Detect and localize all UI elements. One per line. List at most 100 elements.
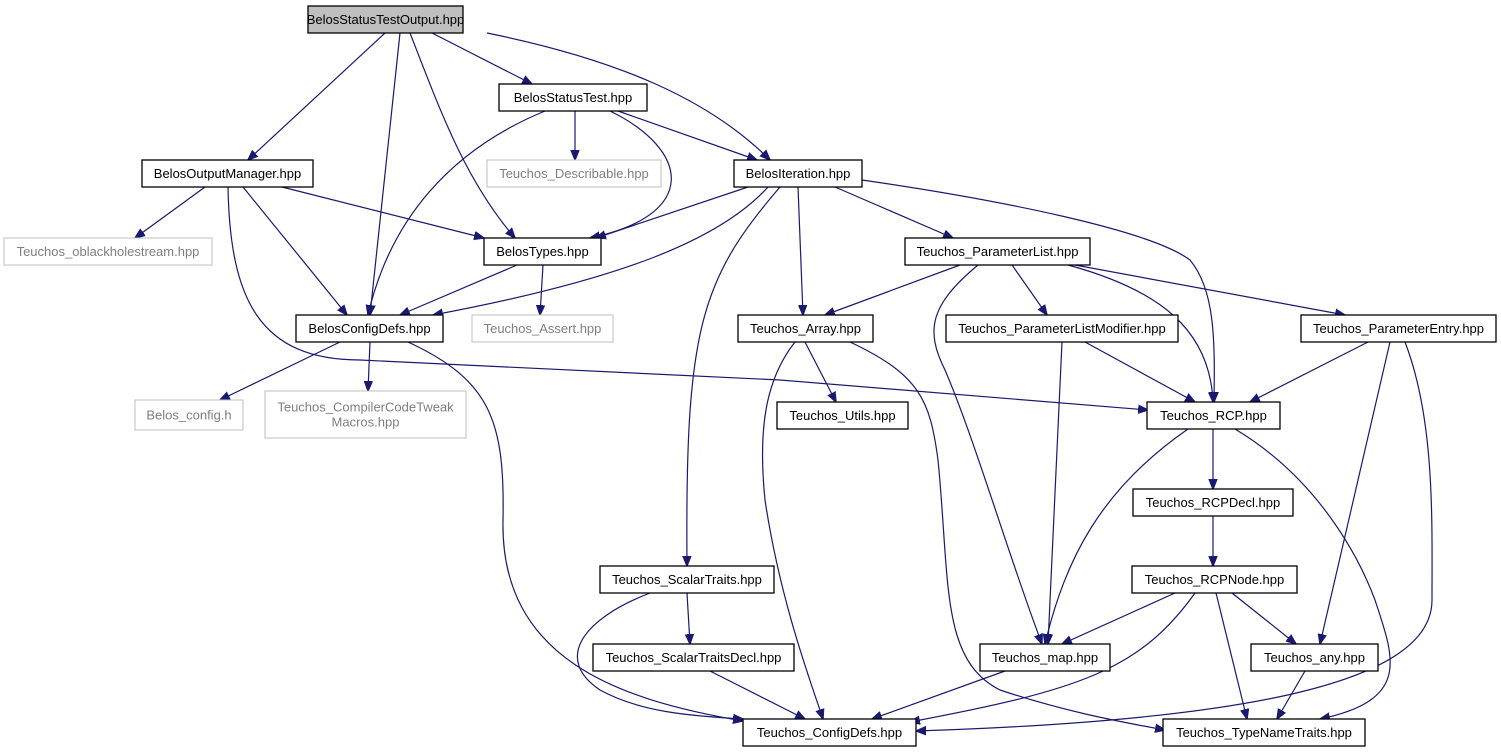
edge-teuchos-rcpnode-to-teuchos-type-name-traits — [1215, 592, 1247, 719]
node-teuchos-parameter-list-modifier[interactable]: Teuchos_ParameterListModifier.hpp — [945, 314, 1179, 343]
node-box — [1132, 488, 1294, 517]
node-belos-config-defs[interactable]: BelosConfigDefs.hpp — [295, 314, 444, 343]
node-box — [483, 237, 602, 266]
edge-teuchos-rcpnode-to-teuchos-map — [1062, 592, 1176, 644]
node-label: Teuchos_Array.hpp — [750, 321, 861, 336]
node-label: Teuchos_ConfigDefs.hpp — [757, 725, 902, 740]
edge-teuchos-parameter-list-modifier-to-teuchos-rcp — [1084, 341, 1195, 402]
node-belos-status-test-output[interactable]: BelosStatusTestOutput.hpp — [307, 5, 465, 34]
nodes-layer: BelosStatusTestOutput.hppBelosStatusTest… — [3, 5, 1497, 747]
edge-belos-status-test-to-belos-config-defs — [368, 110, 546, 315]
node-box — [599, 565, 775, 594]
node-teuchos-array[interactable]: Teuchos_Array.hpp — [737, 314, 874, 343]
node-teuchos-scalar-traits-decl[interactable]: Teuchos_ScalarTraitsDecl.hpp — [592, 643, 795, 672]
node-label: BelosConfigDefs.hpp — [308, 321, 430, 336]
edge-teuchos-map-to-teuchos-config-defs — [872, 670, 1006, 719]
node-box — [307, 5, 464, 34]
edge-teuchos-parameter-entry-to-teuchos-config-defs — [916, 341, 1433, 731]
edge-teuchos-parameter-entry-to-teuchos-any — [1320, 341, 1391, 644]
node-label: Teuchos_TypeNameTraits.hpp — [1176, 725, 1352, 740]
node-teuchos-any[interactable]: Teuchos_any.hpp — [1250, 643, 1379, 672]
edge-belos-status-test-output-to-belos-config-defs — [370, 32, 401, 315]
node-label: Teuchos_map.hpp — [992, 650, 1098, 665]
edges-layer — [135, 32, 1433, 731]
node-belos-output-manager[interactable]: BelosOutputManager.hpp — [141, 159, 314, 188]
node-box — [1300, 314, 1497, 343]
node-box — [1162, 718, 1366, 747]
node-teuchos-describable: Teuchos_Describable.hpp — [486, 159, 662, 188]
edge-belos-config-defs-to-teuchos-config-defs — [407, 341, 743, 721]
edge-teuchos-parameter-list-to-teuchos-parameter-list-modifier — [1011, 264, 1047, 315]
node-belos-iteration[interactable]: BelosIteration.hpp — [733, 159, 863, 188]
node-belos-config: Belos_config.h — [134, 399, 244, 431]
node-label: Teuchos_RCP.hpp — [1160, 408, 1267, 423]
node-label: Teuchos_CompilerCodeTweak — [277, 400, 454, 415]
node-box — [1250, 643, 1379, 672]
node-label: BelosOutputManager.hpp — [154, 166, 301, 181]
node-label: Teuchos_RCPNode.hpp — [1145, 572, 1284, 587]
edge-belos-status-test-output-to-belos-status-test — [431, 32, 532, 84]
edge-belos-iteration-to-belos-types — [596, 186, 749, 238]
node-box — [264, 390, 467, 439]
edge-belos-status-test-to-belos-iteration — [617, 110, 757, 160]
edge-belos-iteration-to-teuchos-scalar-traits — [687, 186, 781, 566]
edge-teuchos-parameter-list-to-teuchos-map — [933, 264, 1042, 644]
edge-belos-status-test-output-to-belos-output-manager — [248, 32, 386, 160]
node-box — [486, 159, 662, 188]
node-teuchos-parameter-entry[interactable]: Teuchos_ParameterEntry.hpp — [1300, 314, 1497, 343]
node-label: Teuchos_ParameterListModifier.hpp — [958, 321, 1165, 336]
node-box — [742, 718, 917, 747]
edge-teuchos-parameter-entry-to-teuchos-rcp — [1250, 341, 1369, 402]
node-teuchos-oblackholestream: Teuchos_oblackholestream.hpp — [3, 237, 213, 266]
node-teuchos-map[interactable]: Teuchos_map.hpp — [979, 643, 1111, 672]
node-box — [498, 83, 648, 112]
node-belos-status-test[interactable]: BelosStatusTest.hpp — [498, 83, 648, 112]
edge-teuchos-rcpnode-to-teuchos-any — [1231, 592, 1296, 644]
node-box — [979, 643, 1111, 672]
node-teuchos-rcpnode[interactable]: Teuchos_RCPNode.hpp — [1131, 565, 1298, 594]
edge-teuchos-array-to-teuchos-type-name-traits — [849, 341, 1165, 730]
node-label: Teuchos_ParameterList.hpp — [917, 244, 1079, 259]
node-box — [737, 314, 874, 343]
edge-belos-status-test-output-to-belos-types — [409, 32, 515, 238]
edge-belos-config-defs-to-belos-config — [220, 341, 341, 400]
edge-teuchos-rcpnode-to-teuchos-config-defs — [910, 592, 1196, 722]
edge-teuchos-scalar-traits-to-teuchos-scalar-traits-decl — [687, 592, 690, 644]
node-label: Teuchos_ScalarTraits.hpp — [612, 572, 762, 587]
node-teuchos-rcpdecl[interactable]: Teuchos_RCPDecl.hpp — [1132, 488, 1294, 517]
edge-teuchos-array-to-teuchos-utils — [804, 341, 836, 402]
edge-belos-output-manager-to-teuchos-rcp — [227, 186, 1148, 410]
node-teuchos-parameter-list[interactable]: Teuchos_ParameterList.hpp — [904, 237, 1091, 266]
node-box — [945, 314, 1179, 343]
edge-belos-output-manager-to-belos-types — [281, 186, 484, 238]
edge-teuchos-array-to-teuchos-config-defs — [761, 341, 823, 719]
node-label: Teuchos_Describable.hpp — [499, 166, 649, 181]
node-belos-types[interactable]: BelosTypes.hpp — [483, 237, 602, 266]
edge-teuchos-scalar-traits-decl-to-teuchos-config-defs — [709, 670, 805, 719]
node-teuchos-rcp[interactable]: Teuchos_RCP.hpp — [1146, 401, 1281, 430]
node-teuchos-utils[interactable]: Teuchos_Utils.hpp — [776, 401, 909, 430]
node-teuchos-scalar-traits[interactable]: Teuchos_ScalarTraits.hpp — [599, 565, 775, 594]
edge-belos-iteration-to-teuchos-parameter-list — [834, 186, 953, 238]
edge-belos-iteration-to-teuchos-rcp — [861, 179, 1214, 402]
node-box — [776, 401, 909, 430]
node-label: Teuchos_ParameterEntry.hpp — [1313, 321, 1484, 336]
node-box — [592, 643, 795, 672]
node-label: Teuchos_Utils.hpp — [789, 408, 895, 423]
node-label: Teuchos_ScalarTraitsDecl.hpp — [606, 650, 782, 665]
node-teuchos-config-defs[interactable]: Teuchos_ConfigDefs.hpp — [742, 718, 917, 747]
node-label: BelosStatusTestOutput.hpp — [307, 12, 465, 27]
node-label: BelosTypes.hpp — [496, 244, 589, 259]
node-label: Teuchos_any.hpp — [1264, 650, 1365, 665]
node-box — [733, 159, 863, 188]
node-label: Teuchos_Assert.hpp — [484, 321, 602, 336]
node-label: BelosStatusTest.hpp — [514, 90, 633, 105]
node-box — [3, 237, 213, 266]
edge-teuchos-any-to-teuchos-type-name-traits — [1277, 670, 1306, 719]
node-teuchos-type-name-traits[interactable]: Teuchos_TypeNameTraits.hpp — [1162, 718, 1366, 747]
edge-belos-output-manager-to-teuchos-oblackholestream — [135, 186, 206, 238]
edge-teuchos-rcp-to-teuchos-map — [1045, 428, 1189, 644]
node-label: Teuchos_oblackholestream.hpp — [17, 244, 200, 259]
